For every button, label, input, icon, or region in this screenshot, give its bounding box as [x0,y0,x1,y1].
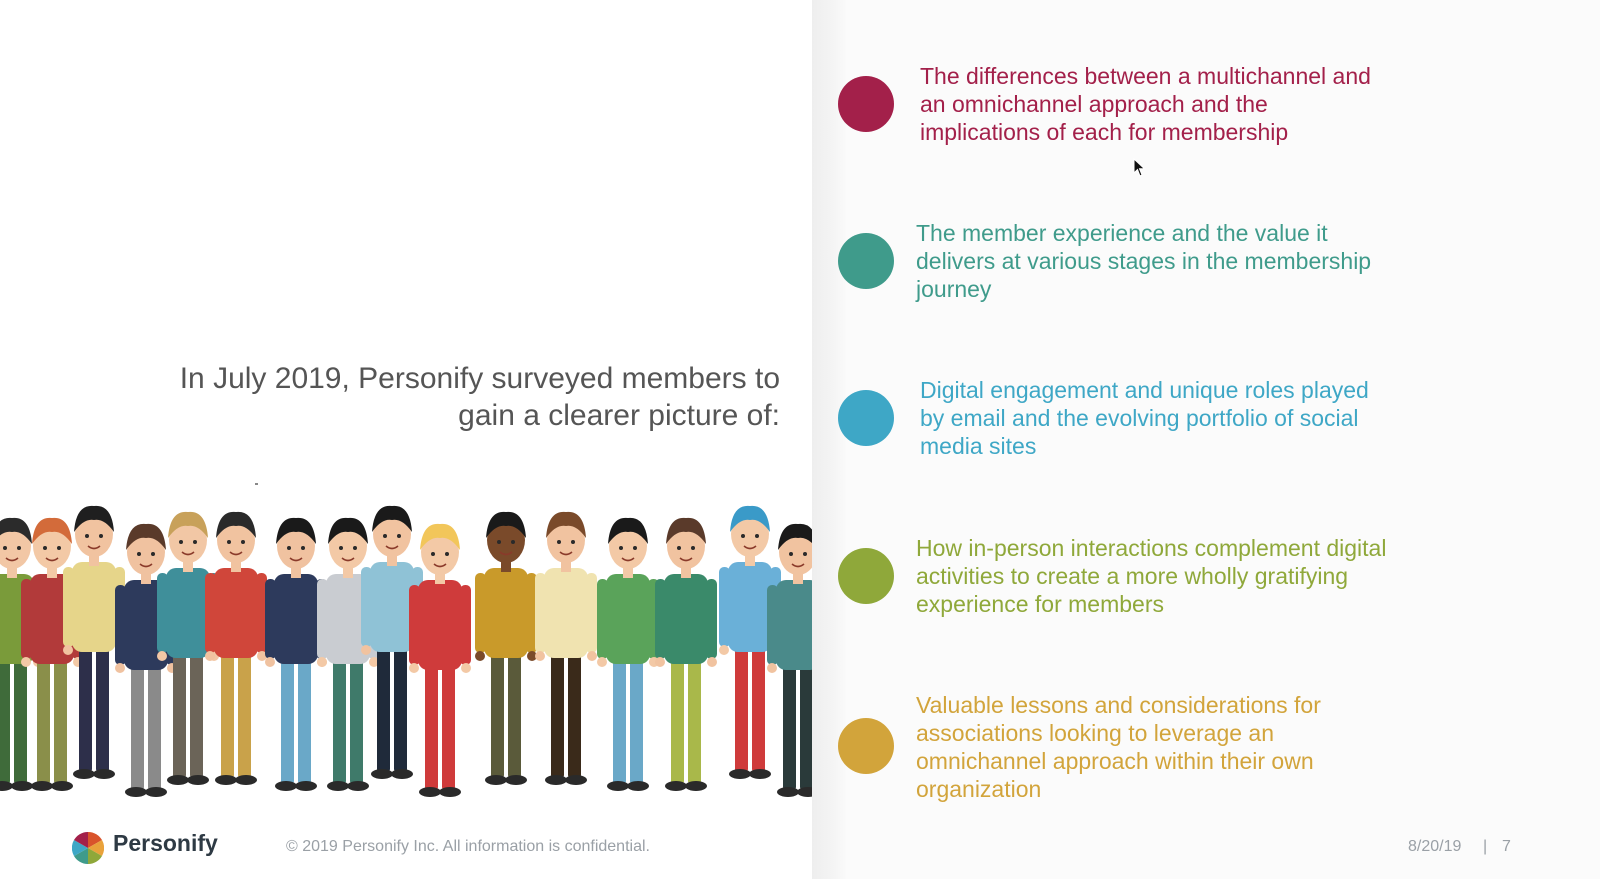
bullet-line: delivers at various stages in the member… [916,248,1372,274]
personify-logo-icon [72,832,104,864]
person-figure [409,523,471,797]
bullet-text: The differences between a multichannel a… [920,62,1371,146]
bullet-line: Digital engagement and unique roles play… [920,377,1369,403]
bullet-in-person: How in-person interactions complement di… [838,534,1478,644]
person-figure [475,511,537,785]
person-figure [115,523,177,797]
intro-line-1: In July 2019, Personify surveyed members… [179,362,780,395]
intro-text: In July 2019, Personify surveyed members… [110,360,780,434]
bullet-digital-engagement: Digital engagement and unique roles play… [838,376,1478,486]
bullet-line: an omnichannel approach and the [920,91,1268,117]
crowd-of-people-illustration [0,505,812,797]
bullet-text: Valuable lessons and considerations for … [916,691,1321,803]
bullet-text: Digital engagement and unique roles play… [920,376,1369,460]
person-figure [597,517,659,791]
bullet-line: How in-person interactions complement di… [916,535,1387,561]
brand-name: Personify [113,830,218,856]
copyright-notice: © 2019 Personify Inc. All information is… [286,838,650,855]
bullet-dot-gold [838,718,894,774]
bullet-line: implications of each for membership [920,119,1289,145]
person-figure [535,511,597,785]
slide-footer [0,820,1600,879]
bullet-line: by email and the evolving portfolio of s… [920,405,1359,431]
slide-number: 7 [1502,838,1511,855]
person-figure [205,511,267,785]
bullet-line: media sites [920,433,1037,459]
stray-mark [255,483,258,485]
bullet-line: Valuable lessons and considerations for [916,692,1321,718]
bullet-dot-crimson [838,76,894,132]
person-figure [767,523,812,797]
person-figure [655,517,717,791]
bullet-dot-blue [838,390,894,446]
bullet-line: journey [916,276,992,302]
mouse-cursor-icon [1133,158,1146,177]
bullet-line: organization [916,776,1042,802]
bullet-line: experience for members [916,591,1164,617]
footer-separator: | [1483,838,1488,855]
bullet-line: associations looking to leverage an [916,720,1275,746]
bullet-dot-teal [838,233,894,289]
bullet-member-experience: The member experience and the value it d… [838,219,1478,329]
person-figure [317,517,379,791]
intro-line-2: gain a clearer picture of: [458,399,780,432]
bullet-text: How in-person interactions complement di… [916,534,1386,618]
bullet-dot-green [838,548,894,604]
bullet-text: The member experience and the value it d… [916,219,1371,303]
bullet-line: The member experience and the value it [916,220,1328,246]
bullet-lessons: Valuable lessons and considerations for … [838,691,1478,811]
person-figure [21,517,83,791]
slide-date: 8/20/19 [1408,838,1462,855]
bullet-omnichannel: The differences between a multichannel a… [838,62,1478,172]
bullet-line: omnichannel approach within their own [916,748,1314,774]
right-panel [846,0,1600,879]
bullet-line: activities to create a more wholly grati… [916,563,1349,589]
bullet-line: The differences between a multichannel a… [920,63,1371,89]
